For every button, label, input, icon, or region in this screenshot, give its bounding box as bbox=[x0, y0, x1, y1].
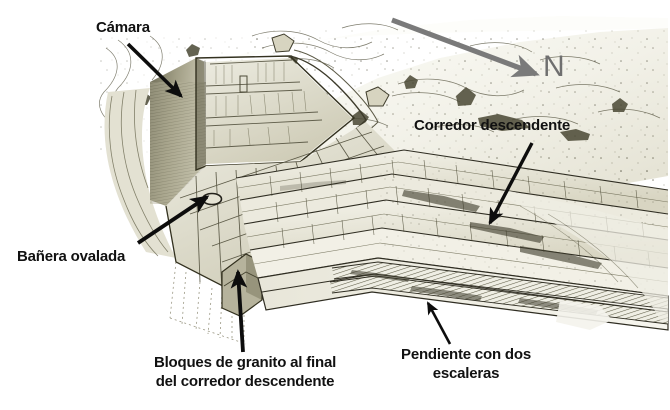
ramp-with-two-stairways bbox=[257, 257, 669, 331]
arrow-corredor-descendente bbox=[488, 142, 534, 226]
arrow-camara bbox=[126, 42, 183, 98]
label-bloques-de-granito-line1: Bloques de granito al final bbox=[153, 354, 337, 371]
right-bedrock-shading bbox=[500, 190, 668, 320]
label-pendiente-line1: Pendiente con dos bbox=[401, 346, 531, 363]
arrow-bloques-de-granito bbox=[230, 269, 248, 353]
arrow-pendiente-con-dos-escaleras bbox=[426, 301, 452, 345]
label-corredor-descendente: Corredor descendente bbox=[414, 117, 571, 134]
arrow-banera-ovalada bbox=[136, 195, 210, 245]
label-banera-ovalada: Bañera ovalada bbox=[17, 248, 126, 265]
label-bloques-de-granito-line2: del corredor descendente bbox=[155, 373, 335, 390]
north-letter: N bbox=[543, 50, 565, 83]
label-camara: Cámara bbox=[96, 19, 150, 36]
label-pendiente-line2: escaleras bbox=[432, 365, 500, 382]
chamber bbox=[150, 33, 390, 206]
north-arrow-icon bbox=[391, 17, 540, 78]
eroded-cliff-edge bbox=[104, 88, 176, 258]
